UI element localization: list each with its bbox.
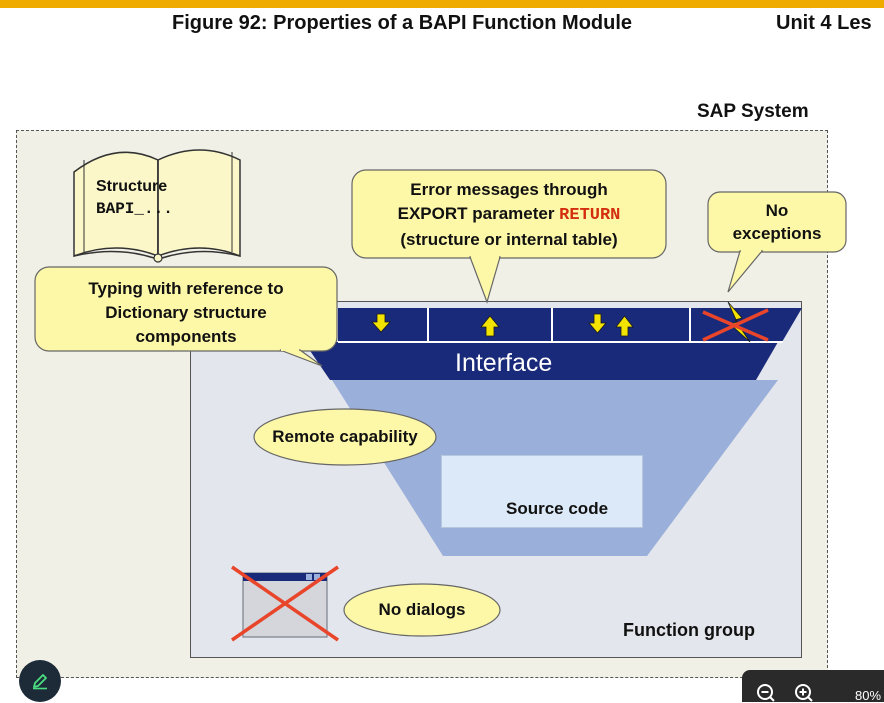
remote-capability-text: Remote capability xyxy=(272,427,418,446)
book-label-line1: Structure xyxy=(96,178,168,195)
sap-system-label: SAP System xyxy=(697,101,809,122)
interface-label: Interface xyxy=(455,349,553,377)
top-accent-bar xyxy=(0,0,884,8)
interface-band xyxy=(304,342,778,380)
source-code-label: Source code xyxy=(506,499,609,518)
source-code-box xyxy=(441,455,643,528)
error-line2: EXPORT parameter RETURN xyxy=(352,202,666,228)
unit-label: Unit 4 Les xyxy=(776,12,872,34)
exception-lightning-icon xyxy=(702,301,769,343)
zoom-in-icon[interactable] xyxy=(794,682,816,702)
no-dialogs-ellipse xyxy=(343,583,501,637)
import-arrow-icon xyxy=(371,313,391,333)
no-exceptions-line1: No xyxy=(765,201,789,220)
export-arrow-icon xyxy=(480,315,500,337)
zoom-out-icon[interactable] xyxy=(756,682,778,702)
no-exceptions-line2: exceptions xyxy=(732,224,822,243)
function-group-label: Function group xyxy=(623,620,755,640)
return-parameter: RETURN xyxy=(559,206,621,225)
typing-line3: components xyxy=(135,327,237,346)
typing-line1: Typing with reference to xyxy=(88,279,284,298)
zoom-toolbar xyxy=(742,670,884,702)
book-label: Structure BAPI_... xyxy=(96,176,173,220)
structure-book-icon xyxy=(73,149,241,263)
typing-callout-text: Typing with reference to Dictionary stru… xyxy=(35,277,337,349)
error-messages-callout-text: Error messages through EXPORT parameter … xyxy=(352,178,666,252)
error-line2-prefix: EXPORT parameter xyxy=(397,204,560,223)
typing-callout-shape xyxy=(34,266,338,367)
changing-arrows-icon xyxy=(588,313,634,337)
zoom-level: 80% xyxy=(855,688,882,703)
remote-capability-ellipse xyxy=(253,408,437,466)
no-exceptions-callout-text: No exceptions xyxy=(708,199,846,245)
typing-line2: Dictionary structure xyxy=(105,303,267,322)
error-line3: (structure or internal table) xyxy=(400,230,618,249)
no-dialogs-text: No dialogs xyxy=(378,600,466,619)
figure-title: Figure 92: Properties of a BAPI Function… xyxy=(172,12,633,34)
pencil-icon xyxy=(33,674,47,690)
book-label-line2: BAPI_... xyxy=(96,200,173,218)
no-exceptions-callout-shape xyxy=(707,191,847,293)
error-line1: Error messages through xyxy=(410,180,608,199)
edit-button[interactable] xyxy=(19,660,61,702)
interface-slots-row xyxy=(338,308,802,342)
dialog-window-crossed-icon xyxy=(231,565,339,642)
error-messages-callout-shape xyxy=(351,169,667,304)
